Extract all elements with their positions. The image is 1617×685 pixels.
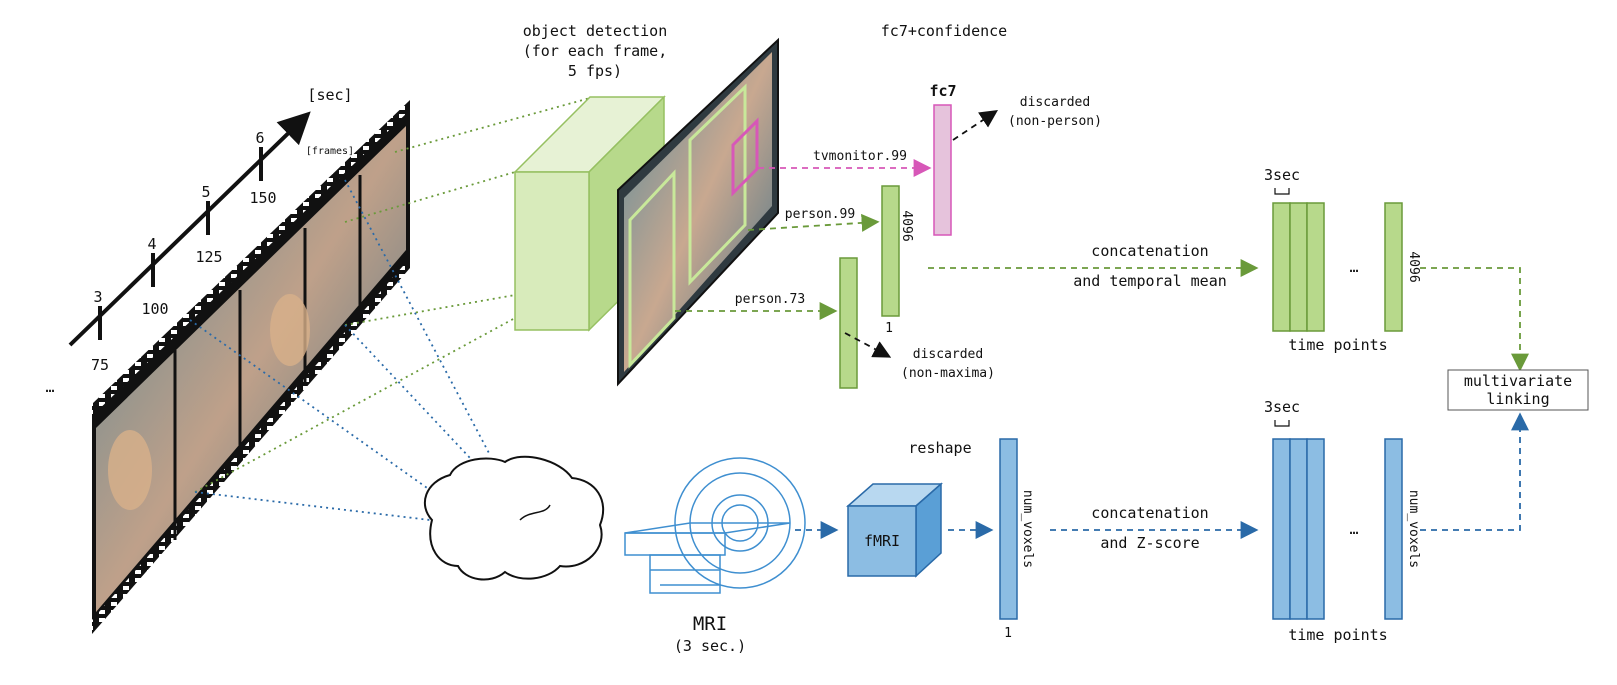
discarded-bottom-line2: (non-maxima)	[901, 366, 995, 381]
feature-matrix: 3sec … 4096 time points	[1264, 166, 1421, 354]
unit-sec: [sec]	[307, 86, 352, 104]
discarded-bottom-line1: discarded	[913, 347, 983, 362]
matrix-bottom-window: 3sec	[1264, 398, 1300, 416]
label-tvmonitor: tvmonitor.99	[813, 149, 907, 164]
mri-scanner-icon	[624, 457, 806, 594]
matrix-bottom-dots: …	[1349, 520, 1358, 538]
od-label-line2: (for each frame,	[523, 42, 668, 60]
tick-frame-75: 75	[91, 356, 109, 374]
timeline: 3 75 4 100 5 125 6 150 [sec] [frames] …	[45, 86, 354, 396]
fmri-label: fMRI	[864, 532, 900, 550]
bbox-person-73	[628, 169, 676, 369]
window-bracket	[1274, 188, 1290, 195]
multivariate-linking-box: multivariate linking	[1447, 369, 1589, 411]
label-person-73: person.73	[735, 292, 805, 307]
tick-frame-150: 150	[249, 189, 276, 207]
linking-line1: multivariate	[1464, 372, 1572, 390]
bbox-tvmonitor	[731, 117, 759, 197]
mri-sub-label: (3 sec.)	[674, 637, 746, 655]
matrix-top-xlabel: time points	[1288, 336, 1387, 354]
linking-line2: linking	[1486, 390, 1549, 408]
tick-sec-5: 5	[201, 183, 210, 201]
matrix-top-col	[1289, 202, 1308, 332]
detection-arrows	[675, 159, 932, 320]
reshape-label: reshape	[908, 439, 971, 457]
matrix-top-col	[1272, 202, 1291, 332]
tick-frame-125: 125	[195, 248, 222, 266]
object-detection: object detection (for each frame, 5 fps)	[513, 22, 779, 387]
mri-label: MRI	[693, 613, 727, 635]
discarded-top-line1: discarded	[1020, 95, 1090, 110]
person-face	[270, 294, 310, 366]
concat-top-line2: and temporal mean	[1073, 272, 1227, 290]
matrix-bottom-dim: num_voxels	[1406, 490, 1421, 568]
fc7-dim-label: 4096	[899, 210, 914, 241]
matrix-bottom-xlabel: time points	[1288, 626, 1387, 644]
concat-top-line1: concatenation	[1091, 242, 1208, 260]
discarded-top-line2: (non-person)	[1008, 114, 1102, 129]
fc7-vector-person-99	[881, 185, 900, 317]
timeline-ellipsis: …	[45, 378, 54, 396]
label-person-99: person.99	[785, 207, 855, 222]
tick-sec-4: 4	[147, 235, 156, 253]
matrix-top-dim: 4096	[1406, 251, 1421, 282]
voxel-vector-one: 1	[1004, 626, 1012, 641]
arrow-discard-bottom	[844, 332, 892, 358]
timeline-axis	[68, 111, 311, 347]
fc7-label: fc7	[929, 82, 956, 100]
window-bracket	[1274, 420, 1290, 427]
fc7-confidence-header: fc7+confidence	[881, 22, 1007, 40]
discard-arrows	[844, 110, 998, 358]
film-sprockets-top	[92, 100, 410, 416]
arrow-discard-top	[952, 110, 998, 141]
fc7-one-label: 1	[885, 321, 893, 336]
arrow-top-to-linking	[1420, 267, 1529, 372]
matrix-top-window: 3sec	[1264, 166, 1300, 184]
brain-icon	[423, 455, 605, 581]
concat-bottom-line1: concatenation	[1091, 504, 1208, 522]
voxel-matrix: 3sec … num_voxels time points	[1264, 398, 1421, 644]
film-strip	[92, 100, 410, 634]
matrix-top-col-last	[1384, 202, 1403, 332]
matrix-top-dots: …	[1349, 258, 1358, 276]
matrix-top-col	[1306, 202, 1325, 332]
tick-sec-6: 6	[255, 129, 264, 147]
bbox-person-99	[688, 83, 747, 286]
fc7-vector-person-73	[839, 257, 858, 389]
matrix-bottom-col	[1306, 438, 1325, 620]
projection-lines	[189, 97, 591, 521]
od-label-line1: object detection	[523, 22, 668, 40]
od-label-line3: 5 fps)	[568, 62, 622, 80]
voxel-vector-label: num_voxels	[1020, 490, 1035, 568]
matrix-bottom-col-last	[1384, 438, 1403, 620]
fmri-cube: fMRI	[846, 482, 943, 578]
matrix-bottom-col	[1289, 438, 1308, 620]
person-face	[108, 430, 152, 510]
arrow-bottom-to-linking	[1420, 412, 1529, 531]
concat-bottom-line2: and Z-score	[1100, 534, 1199, 552]
film-sprockets-bottom	[92, 258, 410, 634]
matrix-bottom-col	[1272, 438, 1291, 620]
tick-frame-100: 100	[141, 300, 168, 318]
detected-frame	[617, 37, 779, 387]
fc7-vector-tv	[933, 104, 952, 236]
feature-vectors: fc7+confidence fc7 4096 1	[839, 22, 1007, 389]
tick-sec-3: 3	[93, 288, 102, 306]
unit-frames: [frames]	[306, 146, 354, 157]
voxel-vector: num_voxels 1	[999, 438, 1035, 641]
